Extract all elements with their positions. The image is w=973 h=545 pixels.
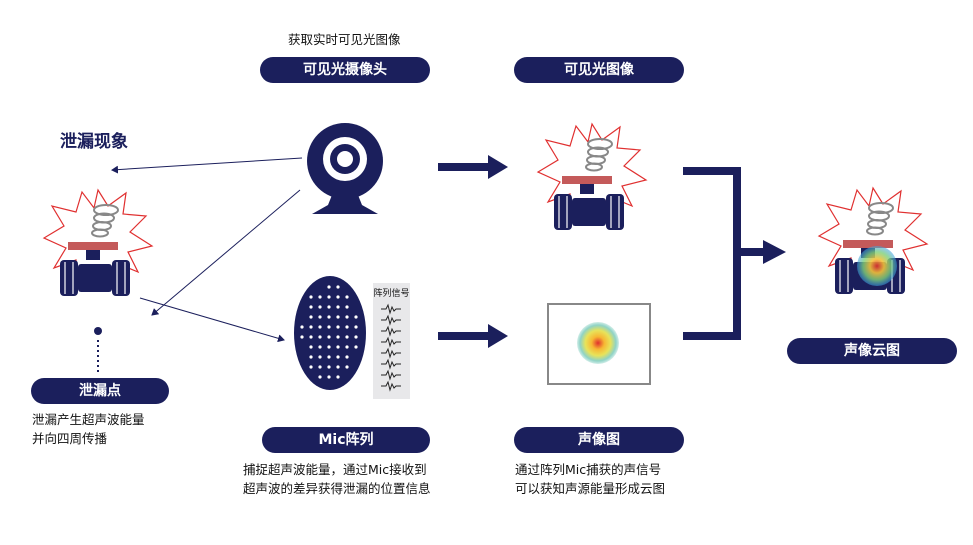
- mic-array-desc-line1: 捕捉超声波能量，通过Mic接收到: [243, 462, 427, 477]
- label-mic-array: Mic阵列: [262, 427, 430, 453]
- mic-array-desc-line2: 超声波的差异获得泄漏的位置信息: [243, 481, 431, 496]
- label-leak-point: 泄漏点: [31, 378, 169, 404]
- mic-dot: [336, 295, 340, 299]
- mic-dot: [345, 295, 349, 299]
- mic-dot: [327, 295, 331, 299]
- waveform-icon: [380, 304, 402, 314]
- mic-dot: [327, 355, 331, 359]
- mic-dot: [345, 335, 349, 339]
- mic-dot: [309, 305, 313, 309]
- mic-array-icon: [294, 276, 366, 390]
- mic-dot: [327, 375, 331, 379]
- mic-dot: [318, 325, 322, 329]
- acoustic-image-desc-line2: 可以获知声源能量形成云图: [515, 481, 666, 496]
- mic-dot: [345, 345, 349, 349]
- mic-dot: [336, 345, 340, 349]
- merge-bracket-arrow: [683, 167, 765, 340]
- mic-dot: [318, 365, 322, 369]
- label-acoustic-image: 声像图: [514, 427, 684, 453]
- mic-dot: [354, 315, 358, 319]
- leak-point-desc-line1: 泄漏产生超声波能量: [32, 412, 145, 427]
- mic-dot: [345, 325, 349, 329]
- camera-to-image-arrow: [438, 155, 508, 179]
- mic-dot: [336, 315, 340, 319]
- mic-dot: [354, 335, 358, 339]
- mic-dot: [309, 325, 313, 329]
- mic-dot: [336, 305, 340, 309]
- waveform-icon: [380, 315, 402, 325]
- mic-dot: [318, 355, 322, 359]
- mic-dot: [327, 335, 331, 339]
- mic-dot: [309, 345, 313, 349]
- mic-dot: [354, 345, 358, 349]
- acoustic-image-frame: [547, 303, 651, 385]
- mic-dot: [336, 325, 340, 329]
- mic-dot: [336, 285, 340, 289]
- visible-image-valve-icon: [537, 123, 647, 231]
- mic-dot: [309, 315, 313, 319]
- array-signal-label: 阵列信号: [373, 289, 410, 299]
- leak-to-mic-arrow: [139, 297, 285, 343]
- mic-dot: [327, 285, 331, 289]
- sound-cloud-valve-icon: [818, 187, 928, 295]
- waveform-icon: [380, 337, 402, 347]
- waveform-icon: [380, 326, 402, 336]
- mic-dot: [336, 365, 340, 369]
- mic-dot: [309, 335, 313, 339]
- acoustic-image-desc-line1: 通过阵列Mic捕获的声信号: [515, 462, 662, 477]
- mic-dot: [327, 305, 331, 309]
- label-camera: 可见光摄像头: [260, 57, 430, 83]
- mic-dot: [300, 325, 304, 329]
- waveform-icon: [380, 348, 402, 358]
- mic-dot: [354, 325, 358, 329]
- mic-dot: [309, 365, 313, 369]
- mic-dot: [336, 355, 340, 359]
- mic-to-acoustic-arrow: [438, 324, 508, 348]
- mic-dot: [318, 295, 322, 299]
- mic-dot: [327, 365, 331, 369]
- mic-dot: [336, 375, 340, 379]
- mic-dot: [309, 295, 313, 299]
- label-visible-image: 可见光图像: [514, 57, 684, 83]
- mic-dot: [327, 345, 331, 349]
- leak-valve-icon: [43, 189, 153, 297]
- mic-dot: [300, 335, 304, 339]
- leak-phenomenon-title: 泄漏现象: [60, 132, 128, 152]
- array-signal-panel: 阵列信号: [373, 283, 410, 399]
- mic-dot: [336, 335, 340, 339]
- mic-dot: [318, 375, 322, 379]
- waveform-icon: [380, 370, 402, 380]
- mic-dot: [318, 305, 322, 309]
- mic-dot: [309, 355, 313, 359]
- merge-arrowhead: [763, 240, 786, 264]
- mic-dot: [327, 315, 331, 319]
- mic-dot: [318, 335, 322, 339]
- mic-dot: [345, 315, 349, 319]
- camera-to-leak-arrow: [111, 157, 303, 174]
- camera-to-leakpoint-arrow: [151, 189, 301, 316]
- top-caption: 获取实时可见光图像: [288, 32, 401, 47]
- mic-dot: [345, 355, 349, 359]
- webcam-icon: [307, 123, 383, 214]
- leak-point-desc-line2: 并向四周传播: [32, 431, 108, 446]
- mic-dot: [345, 365, 349, 369]
- waveform-icon: [380, 359, 402, 369]
- leak-point-dot-icon: [94, 327, 102, 335]
- array-signal-waveforms: [380, 304, 402, 391]
- waveform-icon: [380, 381, 402, 391]
- mic-dot: [318, 345, 322, 349]
- mic-dot: [318, 315, 322, 319]
- mic-dot: [327, 325, 331, 329]
- label-sound-cloud: 声像云图: [787, 338, 957, 364]
- mic-dot: [345, 305, 349, 309]
